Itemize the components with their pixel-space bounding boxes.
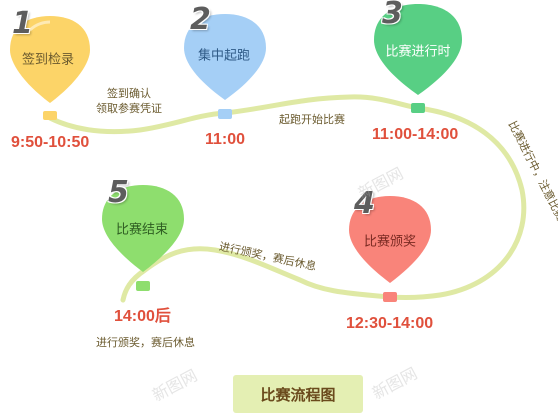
note-checkin: 签到确认 领取参赛凭证 — [96, 86, 162, 116]
step-4-time: 12:30-14:00 — [346, 315, 434, 332]
step-3-label: 比赛进行时 — [385, 44, 451, 60]
step-4-label: 比赛颁奖 — [363, 234, 417, 250]
balloon-2-basket — [218, 109, 232, 119]
step-1-time: 9:50-10:50 — [11, 134, 90, 151]
step-2-number: 2 — [190, 2, 211, 37]
step-3-time: 11:00-14:00 — [372, 126, 459, 143]
balloon-1-basket — [43, 111, 57, 120]
note-award: 进行颁奖，赛后休息 — [96, 336, 195, 349]
note-checkin-line-1: 签到确认 — [107, 87, 151, 100]
step-4-number: 4 — [354, 186, 375, 221]
step-2-time: 11:00 — [205, 131, 246, 148]
balloon-step-1 — [10, 16, 90, 120]
step-3-number: 3 — [382, 0, 403, 31]
title-box: 比赛流程图 — [233, 375, 363, 413]
step-2-label: 集中起跑 — [197, 48, 251, 64]
balloon-step-3 — [374, 4, 462, 113]
diagram-title: 比赛流程图 — [260, 385, 336, 404]
balloon-4-basket — [383, 292, 397, 302]
step-5-number: 5 — [108, 175, 129, 210]
step-5-time: 14:00后 — [114, 308, 171, 325]
note-start: 起跑开始比赛 — [279, 113, 345, 126]
step-1-number: 1 — [12, 6, 33, 41]
balloon-3-basket — [411, 103, 425, 113]
step-5-label: 比赛结束 — [115, 222, 169, 238]
note-checkin-line-2: 领取参赛凭证 — [96, 102, 162, 115]
balloon-step-2 — [184, 14, 266, 119]
balloon-step-4 — [349, 196, 431, 302]
balloon-step-5 — [102, 185, 184, 291]
balloon-5-basket — [136, 281, 150, 291]
step-1-label: 签到检录 — [21, 52, 75, 68]
